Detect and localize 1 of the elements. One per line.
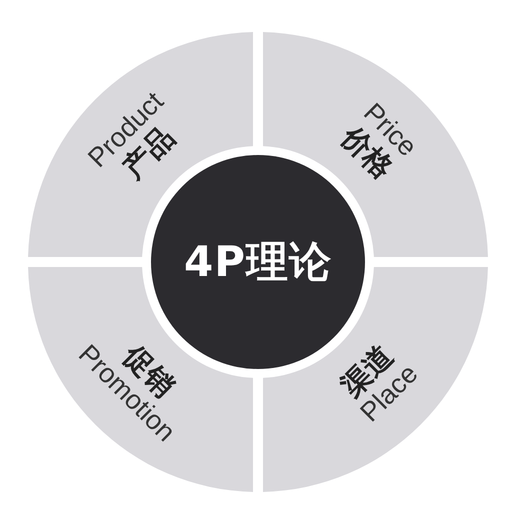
center-title: 4P理论 (184, 236, 332, 288)
